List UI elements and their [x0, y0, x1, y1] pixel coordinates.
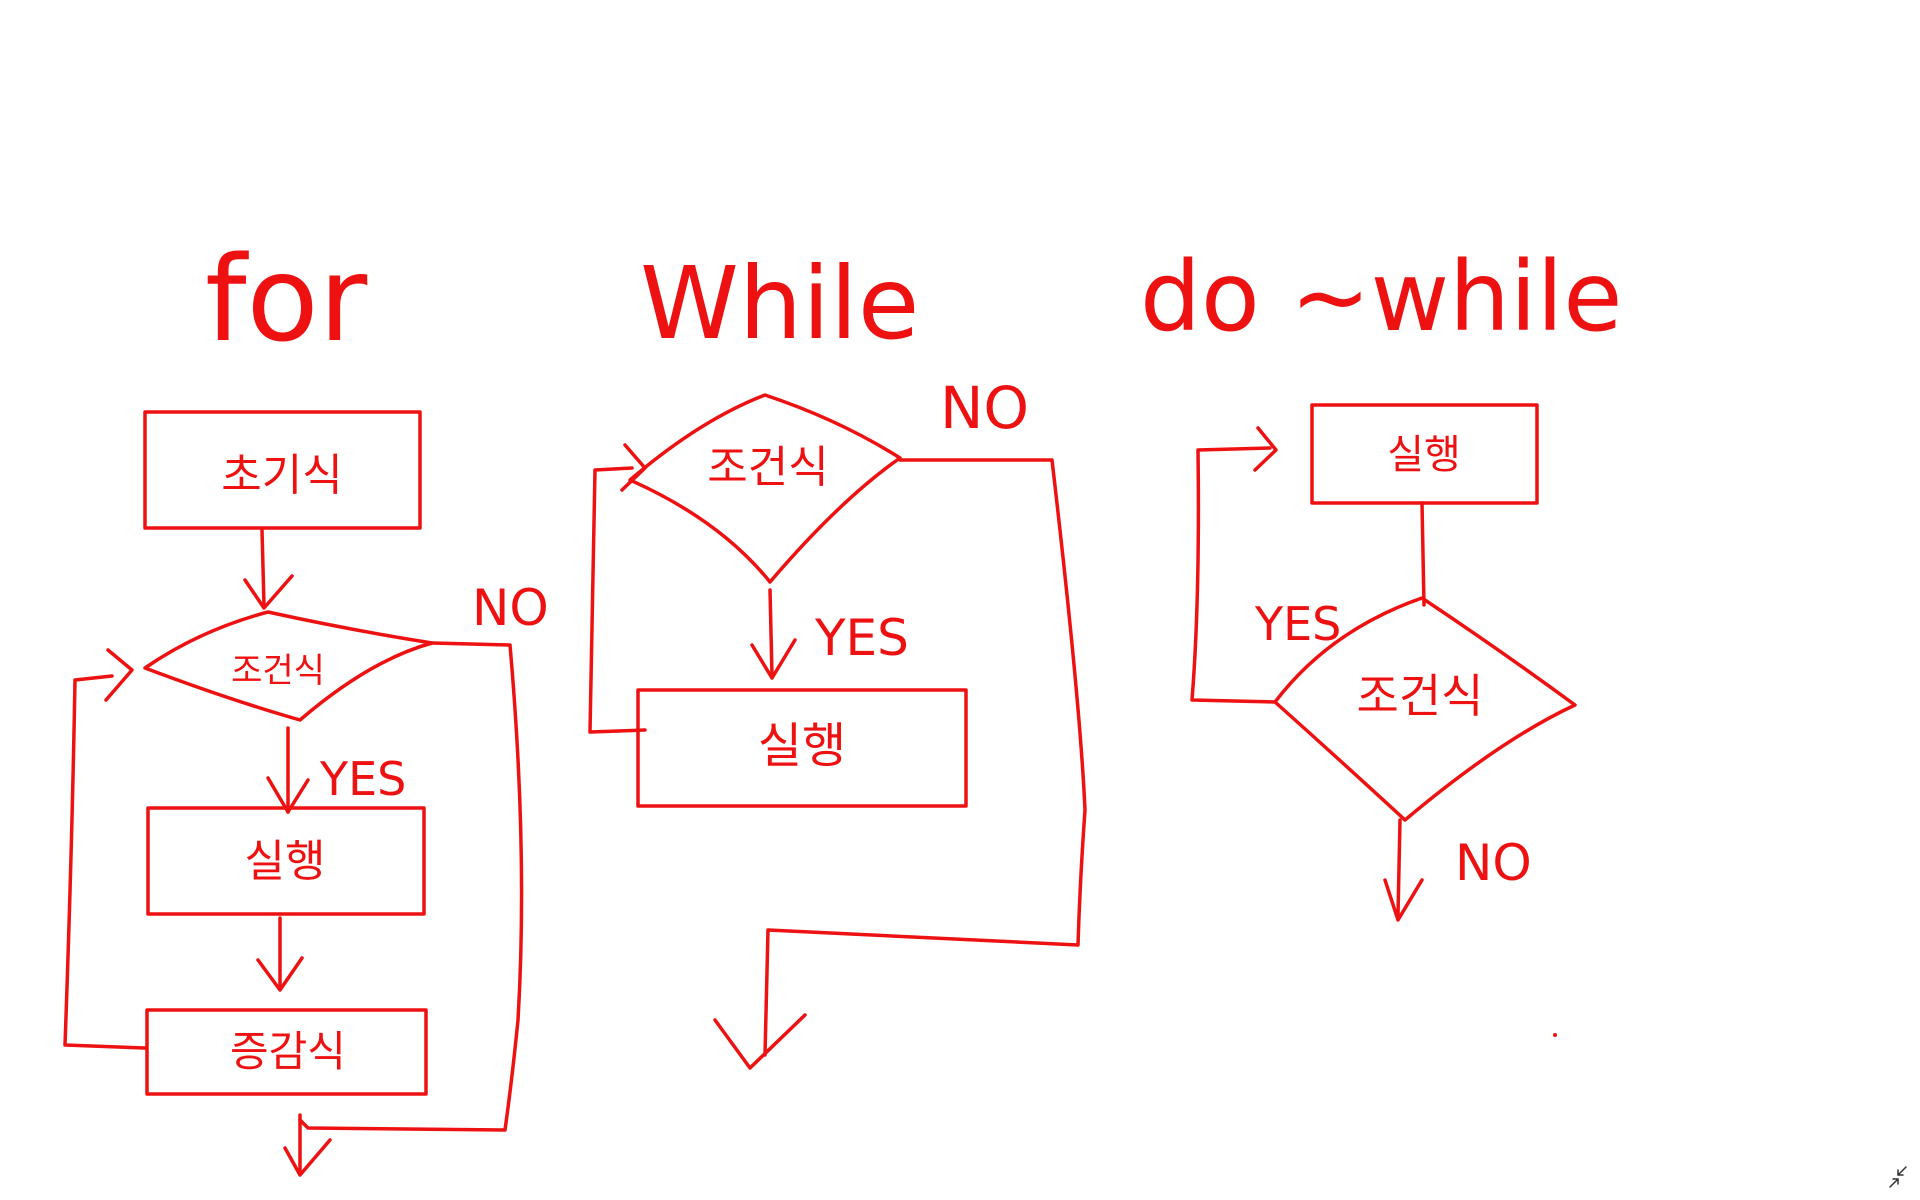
while-no-exit-line — [763, 458, 1087, 1057]
while-loop-back-arrowhead — [620, 443, 647, 492]
while-cond-diamond — [628, 393, 902, 584]
for-yes-label: YES — [319, 752, 406, 806]
while-exit-arrowhead — [713, 1013, 807, 1070]
for-cond-label: 조건식 — [231, 651, 325, 691]
for-no-exit-line — [298, 641, 524, 1132]
while-exec-box — [636, 688, 968, 808]
dowhile-title: do ~while — [1140, 241, 1622, 353]
while-exec-label: 실행 — [758, 718, 846, 774]
for-arrowhead-init-cond — [243, 574, 294, 610]
dowhile-cond-label: 조건식 — [1357, 669, 1484, 723]
for-incr-box — [145, 1008, 428, 1096]
dowhile-flowchart: do ~while 실행 조건식 YES NO — [1140, 241, 1622, 922]
dowhile-exec-box — [1310, 403, 1539, 505]
for-exec-box — [146, 806, 426, 916]
while-arrow-cond-exec — [768, 588, 774, 677]
while-yes-label: YES — [814, 609, 909, 667]
dowhile-exec-label: 실행 — [1387, 432, 1461, 478]
while-arrowhead-cond-exec — [750, 638, 797, 680]
for-incr-label: 증감식 — [230, 1027, 346, 1076]
while-no-label: NO — [940, 374, 1029, 442]
for-arrow-init-cond — [260, 528, 266, 607]
dowhile-no-label: NO — [1455, 834, 1532, 892]
dowhile-loop-back-arrowhead — [1253, 426, 1278, 472]
for-flowchart: for 초기식 조건식 YES 실행 증감식 NO — [63, 230, 549, 1177]
for-exec-label: 실행 — [245, 836, 326, 887]
shrink-arrows-icon[interactable] — [1880, 1160, 1912, 1192]
for-loop-back-line — [63, 674, 147, 1050]
for-title: for — [205, 230, 368, 368]
dowhile-arrow-exec-cond — [1420, 501, 1426, 607]
while-title: While — [640, 245, 919, 362]
while-flowchart: While 조건식 YES 실행 NO — [588, 245, 1087, 1070]
for-init-box — [143, 410, 422, 530]
for-arrowhead-cond-exec — [266, 776, 310, 814]
dowhile-loop-back-line — [1190, 446, 1277, 704]
while-cond-label: 조건식 — [707, 442, 828, 493]
for-init-label: 초기식 — [221, 450, 342, 501]
for-no-label: NO — [472, 579, 549, 637]
stray-dot — [1553, 1033, 1557, 1037]
dowhile-exit-line — [1396, 818, 1402, 917]
dowhile-exit-arrowhead — [1383, 878, 1424, 922]
for-arrowhead-exec-incr — [256, 956, 304, 992]
while-loop-back-line — [588, 466, 647, 734]
dowhile-yes-label: YES — [1254, 597, 1341, 651]
dowhile-cond-diamond — [1273, 596, 1577, 822]
for-exit-arrowhead — [283, 1138, 332, 1177]
for-loop-back-arrowhead — [104, 648, 134, 702]
